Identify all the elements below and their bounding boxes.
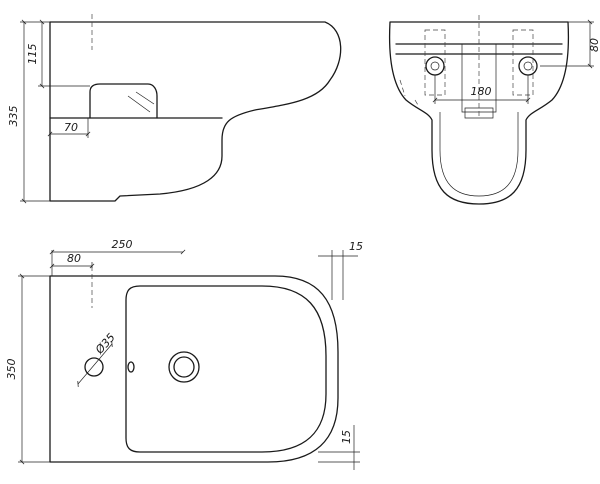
front-view-left-hole	[425, 56, 445, 76]
dim-front-height: 80	[588, 38, 600, 52]
dim-side-height: 335	[7, 106, 20, 127]
dim-side-depth: 70	[64, 121, 78, 134]
dim-top-rim: 15	[349, 240, 363, 253]
top-view: 250 80 15 Ø35 350 15	[5, 238, 363, 470]
front-view-bowl-inner	[439, 112, 519, 197]
dim-side-top: 115	[26, 44, 39, 65]
front-view: 80 180	[388, 15, 600, 205]
side-view: 335 115 70	[7, 14, 342, 204]
side-view-recess	[89, 83, 158, 119]
front-view-right-bracket	[512, 29, 534, 96]
side-view-recess-shade	[127, 91, 155, 113]
dim-top-length: 250	[112, 238, 133, 251]
dim-top-width: 350	[5, 359, 18, 380]
side-view-outline	[49, 21, 342, 202]
front-view-left-hole-inner	[430, 61, 440, 71]
front-view-left-bracket	[399, 29, 446, 106]
top-view-drain-outer	[168, 351, 200, 383]
dim-top-bottom-rim: 15	[340, 430, 353, 444]
top-view-tap-hole	[84, 357, 104, 377]
dim-top-offset: 80	[67, 252, 81, 265]
top-view-outline	[49, 275, 339, 463]
top-view-overflow	[127, 361, 135, 373]
front-view-right-hole	[518, 56, 538, 76]
top-view-drain-inner	[173, 356, 195, 378]
front-view-right-hole-inner	[523, 61, 533, 71]
front-view-outline	[388, 21, 570, 205]
dim-top-hole: Ø35	[92, 331, 117, 357]
top-view-bowl	[125, 285, 327, 453]
dim-front-spacing: 180	[471, 85, 492, 98]
